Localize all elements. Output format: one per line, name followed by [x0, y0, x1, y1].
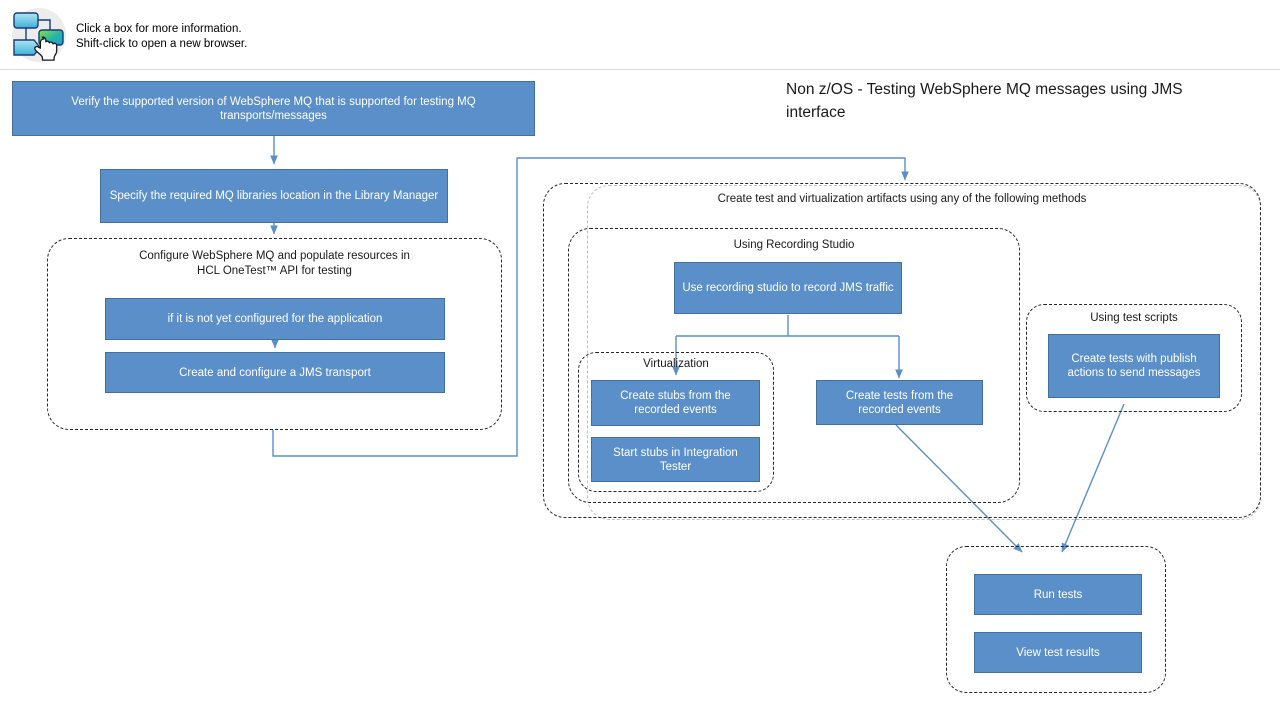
group-create-artifacts-label: Create test and virtualization artifacts…	[717, 193, 1087, 205]
box-create-tests-publish[interactable]: Create tests with publish actions to sen…	[1048, 334, 1220, 398]
legend-instructions: Click a box for more information. Shift-…	[76, 23, 248, 50]
box-specify-libraries[interactable]: Specify the required MQ libraries locati…	[100, 169, 448, 223]
box-start-stubs[interactable]: Start stubs in Integration Tester	[591, 437, 760, 482]
group-using-recording-studio-label: Using Recording Studio	[733, 239, 855, 251]
box-create-jms-transport[interactable]: Create and configure a JMS transport	[105, 352, 445, 393]
box-verify-version[interactable]: Verify the supported version of WebSpher…	[12, 81, 535, 136]
group-results	[946, 546, 1166, 693]
group-virtualization	[578, 352, 774, 492]
box-create-stubs[interactable]: Create stubs from the recorded events	[591, 380, 760, 426]
box-create-tests-recorded[interactable]: Create tests from the recorded events	[816, 380, 983, 425]
flowchart-click-icon	[8, 6, 70, 64]
group-configure-websphere-mq	[47, 238, 502, 430]
box-use-recording-studio[interactable]: Use recording studio to record JMS traff…	[674, 262, 902, 314]
group-using-recording-studio	[568, 228, 1020, 503]
box-view-test-results[interactable]: View test results	[974, 632, 1142, 673]
header-divider	[0, 69, 1280, 70]
legend-bar: Click a box for more information. Shift-…	[0, 0, 1280, 70]
group-create-artifacts	[543, 183, 1261, 518]
group-using-test-scripts-label: Using test scripts	[1090, 312, 1178, 324]
page-title: Non z/OS - Testing WebSphere MQ messages…	[786, 81, 1183, 121]
box-not-yet-configured[interactable]: if it is not yet configured for the appl…	[105, 298, 445, 340]
group-configure-websphere-mq-label: Configure WebSphere MQ and populate reso…	[139, 250, 410, 277]
group-virtualization-label: Virtualization	[643, 358, 709, 370]
box-run-tests[interactable]: Run tests	[974, 574, 1142, 615]
group-using-test-scripts	[1026, 304, 1242, 412]
